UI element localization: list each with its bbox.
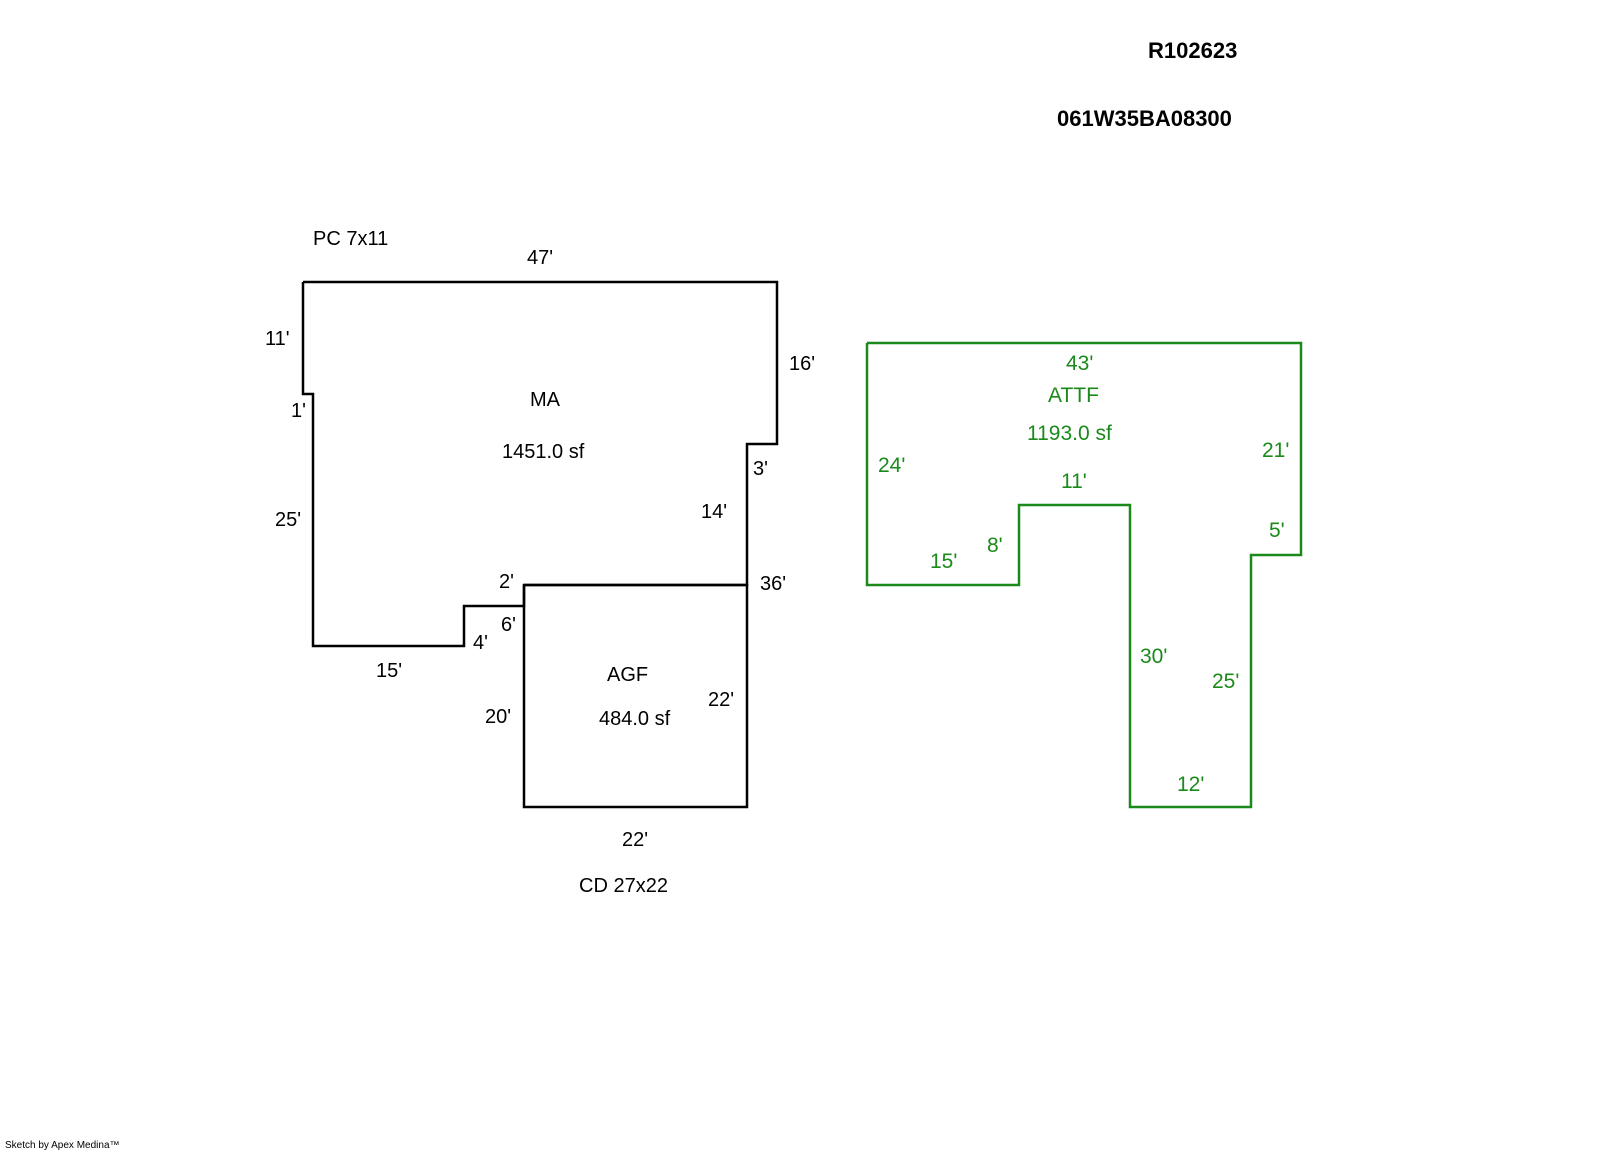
dim-main-bottom: 15' (376, 660, 402, 682)
upper-floor-outline (865, 341, 1303, 809)
dim-garage-top: 36' (760, 573, 786, 595)
main-area-sqft: 1451.0 sf (502, 441, 585, 463)
dim-garage-right: 22' (708, 689, 734, 711)
dim-main-right-jog: 3' (753, 458, 768, 480)
garage-area-sqft: 484.0 sf (599, 708, 671, 730)
main-area-code: MA (530, 389, 561, 411)
dim-upper-right-jog: 5' (1269, 519, 1285, 542)
dim-upper-notch-top: 11' (1061, 470, 1087, 493)
dim-upper-bottom-left: 15' (930, 550, 957, 573)
porch-label: PC 7x11 (313, 228, 388, 250)
deck-label: CD 27x22 (579, 875, 668, 897)
dim-main-step-right: 6' (501, 614, 516, 636)
dim-upper-left: 24' (878, 454, 905, 477)
upper-area-code: ATTF (1048, 384, 1099, 407)
dim-upper-top: 43' (1066, 352, 1093, 375)
account-id: R102623 (1148, 38, 1237, 63)
dim-upper-leg-bottom: 12' (1177, 773, 1204, 796)
dim-main-top: 47' (527, 247, 553, 269)
dim-garage-left: 20' (485, 706, 511, 728)
dim-main-right-top: 16' (789, 353, 815, 375)
dim-main-step-top: 2' (499, 571, 514, 593)
dim-main-step-left: 4' (473, 632, 488, 654)
dim-main-left-long: 25' (275, 509, 301, 531)
dim-upper-leg-outer: 25' (1212, 670, 1239, 693)
dim-garage-bottom: 22' (622, 829, 648, 851)
garage-outline (522, 583, 749, 809)
dim-upper-notch-left: 8' (987, 534, 1003, 557)
dim-main-left-top: 11' (265, 328, 290, 350)
main-area-outline (301, 280, 779, 648)
sketch-credit: Sketch by Apex Medina™ (5, 1140, 120, 1151)
dim-main-left-jog: 1' (291, 400, 306, 422)
map-tax-lot: 061W35BA08300 (1057, 106, 1232, 131)
dim-main-right-mid: 14' (701, 501, 727, 523)
dim-upper-leg-inner: 30' (1140, 645, 1167, 668)
garage-area-code: AGF (607, 664, 648, 686)
upper-area-sqft: 1193.0 sf (1027, 422, 1112, 445)
dim-upper-right: 21' (1262, 439, 1289, 462)
